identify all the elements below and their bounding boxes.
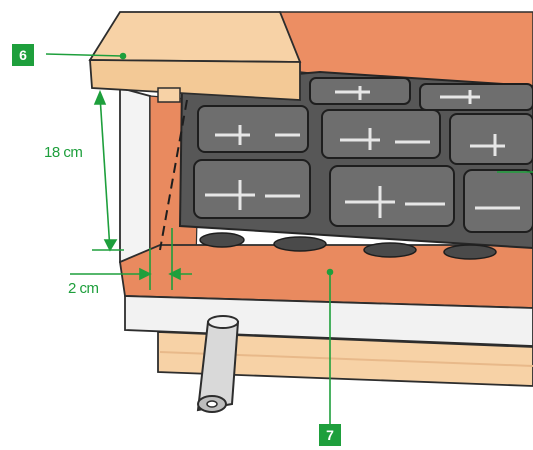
tray-cells [193,77,533,233]
tray-cell-ribs [205,86,520,218]
callout-badge-7: 7 [319,424,341,446]
leader-7-dot [326,268,334,276]
height-dimension-label: 18 cm [44,144,83,161]
height-dimension [92,89,124,252]
crank-handle-icon [196,315,240,413]
top-board-edge [89,59,301,101]
tray-feet [199,232,497,260]
callout-leaders [45,52,533,424]
leader-6 [45,53,123,57]
callout-label-7: 7 [326,427,334,443]
base-floor [119,244,533,309]
gap-dimension [70,228,192,290]
gap-dimension-label: 2 cm [68,280,99,297]
callout-badge-6: 6 [12,44,34,66]
callout-label-6: 6 [19,47,27,63]
leader-6-dot [119,52,127,60]
left-side-panel [119,86,151,263]
board-support-block [157,87,181,103]
